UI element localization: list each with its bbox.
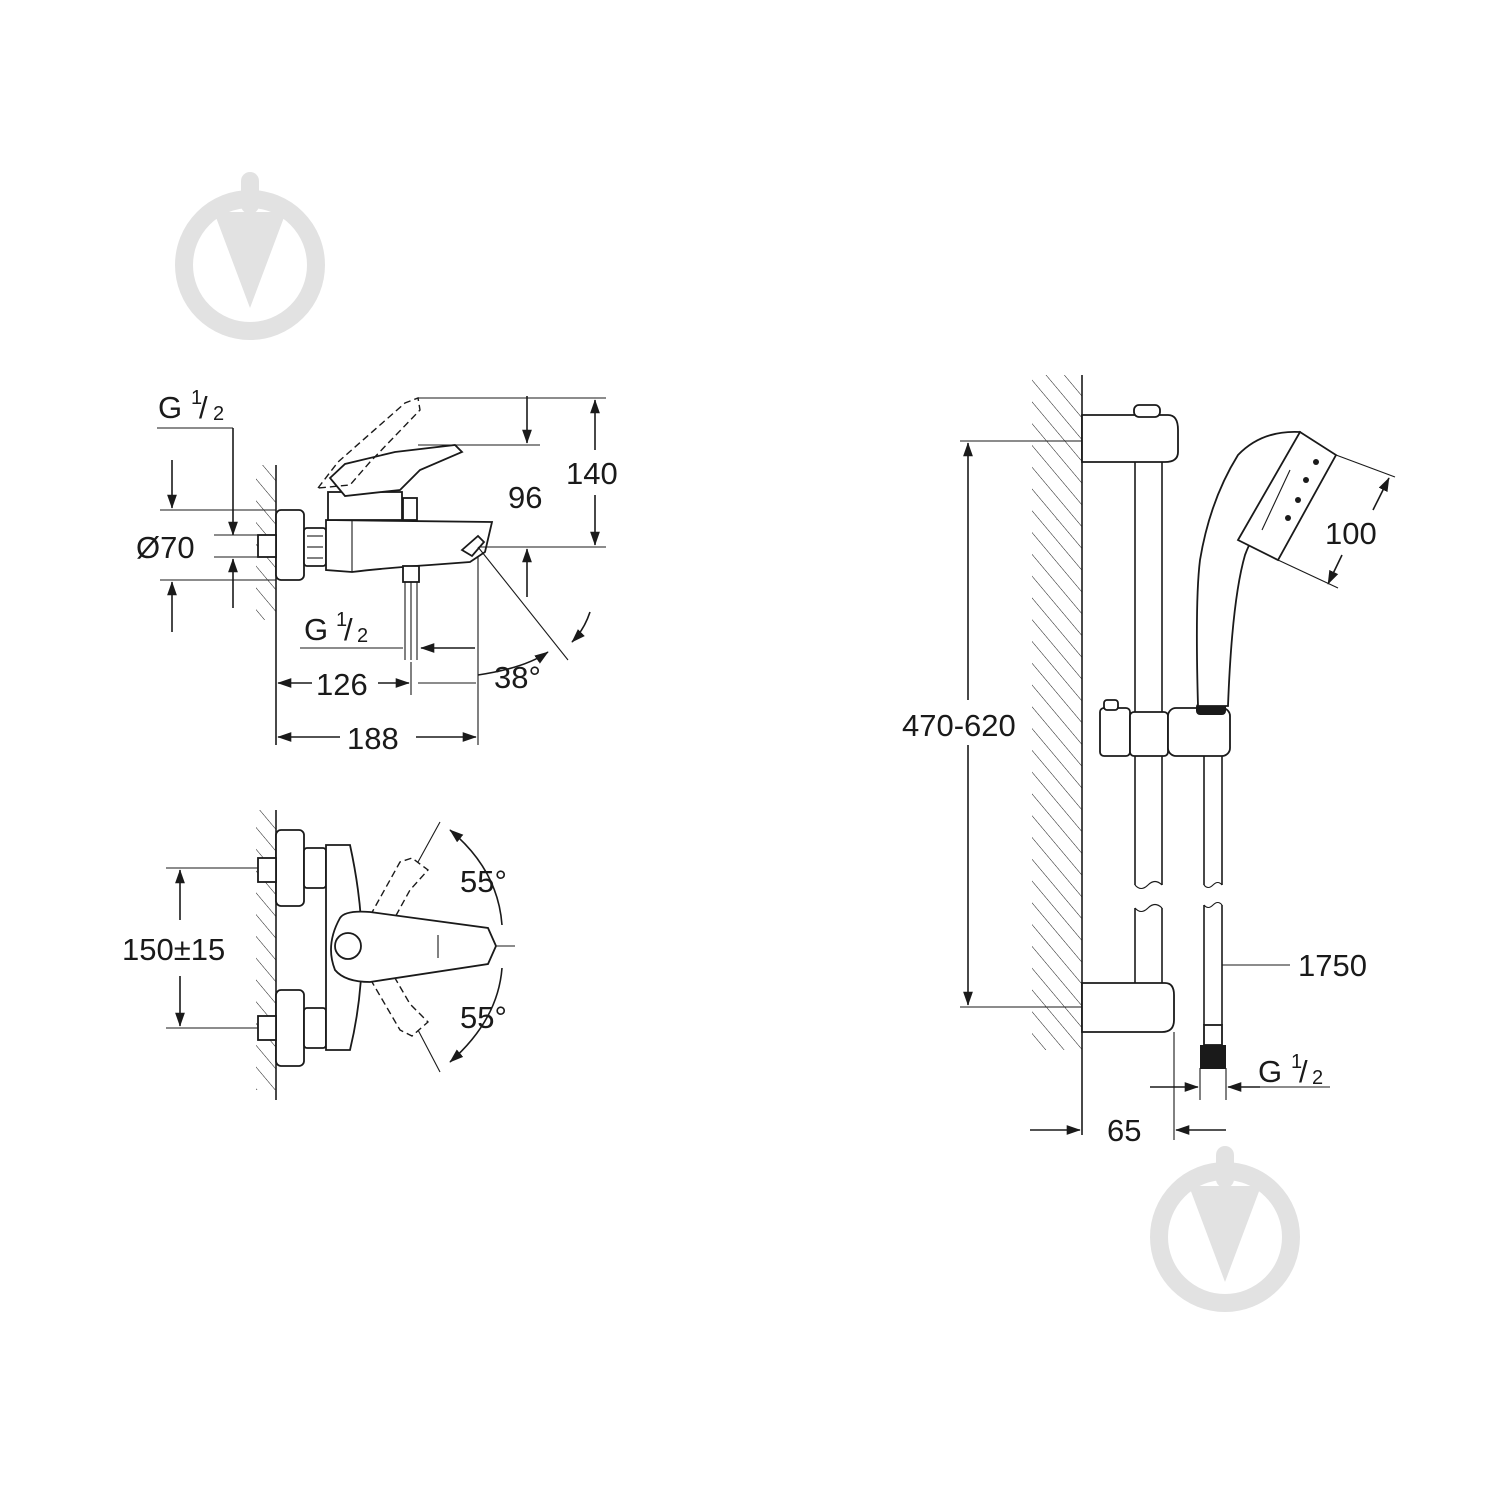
lever-angle-up-label: 55° bbox=[460, 864, 507, 899]
slider-knob bbox=[1099, 707, 1131, 757]
wall-hatch-shower bbox=[1032, 375, 1082, 1050]
inlet-nut-lower bbox=[257, 1015, 277, 1041]
rosette-diameter-label: Ø70 bbox=[136, 530, 195, 565]
hose-nut bbox=[1200, 1045, 1226, 1069]
lever-height-label: 140 bbox=[566, 456, 618, 491]
lever-right-outline bbox=[363, 965, 430, 1037]
handshower-handle bbox=[1195, 430, 1306, 707]
shower-set-view: 470-620 100 1750 G 1 / 2 65 bbox=[902, 375, 1396, 1148]
inlet-thread-label: G bbox=[158, 390, 182, 425]
rosette-lower bbox=[275, 989, 305, 1067]
lever-open-outline bbox=[316, 397, 421, 489]
hose-thread-label: G bbox=[1258, 1054, 1282, 1089]
lever-angle-down-label: 55° bbox=[460, 1000, 507, 1035]
spout-outlet bbox=[460, 534, 486, 558]
lever-closed bbox=[328, 444, 464, 497]
slider-body bbox=[1129, 711, 1169, 757]
projection-label: 188 bbox=[347, 721, 399, 756]
rail-adjustment-label: 470-620 bbox=[902, 708, 1016, 743]
bracket-screw-top bbox=[1133, 404, 1161, 418]
wall-hatch-top bbox=[256, 810, 276, 1090]
handshower-head-label: 100 bbox=[1325, 516, 1377, 551]
bath-mixer-side-view: G 1 / 2 Ø70 140 96 G 1 / 2 126 bbox=[136, 387, 618, 756]
inlet-nut bbox=[257, 534, 277, 558]
outlet-distance-label: 126 bbox=[316, 667, 368, 702]
watermark-logo-bottom bbox=[1150, 1146, 1300, 1312]
handshower-holder bbox=[1167, 707, 1231, 757]
centre-distance-label: 150±15 bbox=[122, 932, 225, 967]
rail-bracket-bottom bbox=[1081, 982, 1175, 1033]
eccentric-nut-lower bbox=[303, 1007, 327, 1049]
watermark-logo-top bbox=[175, 172, 325, 340]
rosette-upper bbox=[275, 829, 305, 907]
outlet-thread-num: 1 bbox=[336, 609, 347, 631]
hose-thread-num: 1 bbox=[1291, 1051, 1302, 1073]
inlet-nut-upper bbox=[257, 857, 277, 883]
outlet-thread-label: G bbox=[304, 612, 328, 647]
diverter-knob bbox=[402, 497, 418, 521]
inlet-thread-num: 1 bbox=[191, 387, 202, 409]
eccentric-nut-upper bbox=[303, 847, 327, 889]
outlet-thread-slash: / bbox=[344, 612, 353, 647]
cartridge-housing bbox=[327, 491, 403, 521]
spout-angle-label: 38° bbox=[494, 660, 541, 695]
wall-distance-label: 65 bbox=[1107, 1113, 1141, 1148]
hose-sleeve bbox=[1203, 1024, 1223, 1046]
rosette bbox=[275, 509, 305, 581]
hose-thread-slash: / bbox=[1299, 1054, 1308, 1089]
hose-length-label: 1750 bbox=[1298, 948, 1367, 983]
inlet-thread-slash: / bbox=[199, 390, 208, 425]
outlet-nipple bbox=[402, 565, 420, 583]
rail-bracket-top bbox=[1081, 414, 1179, 463]
spout-height-label: 96 bbox=[508, 480, 542, 515]
outlet-thread-den: 2 bbox=[357, 625, 368, 647]
lever-top-view bbox=[330, 910, 497, 983]
hose-thread-den: 2 bbox=[1312, 1067, 1323, 1089]
bath-mixer-top-view: 55° 55° 150±15 bbox=[122, 810, 515, 1100]
lever-indicator bbox=[334, 932, 362, 960]
inlet-thread-den: 2 bbox=[213, 403, 224, 425]
